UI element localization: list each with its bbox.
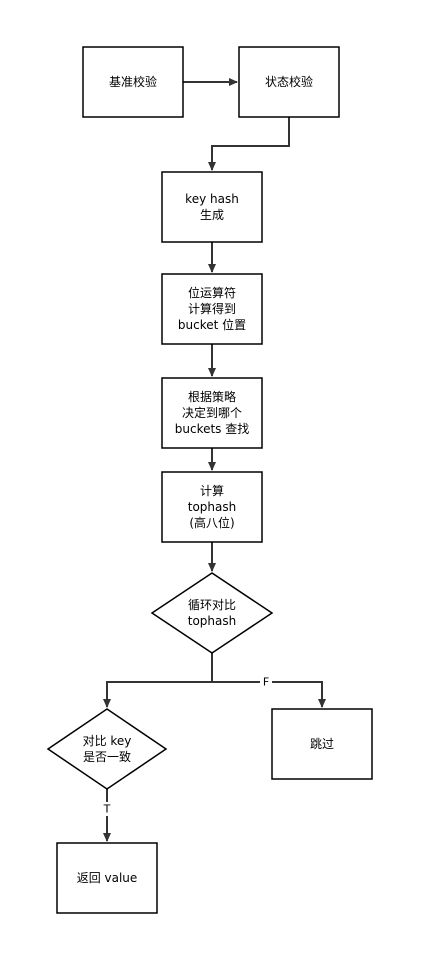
node-label-line: key hash — [185, 192, 239, 206]
node-label-line: 生成 — [200, 208, 224, 222]
edge-label-background — [101, 802, 113, 816]
node-label-line: 对比 key — [83, 734, 132, 748]
process-box — [161, 377, 263, 449]
node-label-line: 返回 value — [77, 871, 138, 885]
process-box — [271, 708, 373, 780]
decision-diamond — [46, 708, 168, 790]
edge-label-f: F — [263, 676, 269, 689]
process-box — [161, 471, 263, 543]
node-label-line: tophash — [188, 500, 236, 514]
node-tophash: 计算 tophash(高八位) — [161, 471, 263, 543]
process-box — [161, 273, 263, 345]
node-skip: 跳过 — [271, 708, 373, 780]
node-label-line: 计算得到 — [188, 301, 236, 316]
edge-label-background — [260, 675, 272, 689]
node-label-line: buckets 查找 — [175, 422, 250, 436]
node-label-line: 是否一致 — [83, 750, 131, 764]
node-state-check: 状态校验 — [238, 46, 340, 118]
node-label-line: tophash — [188, 614, 236, 628]
node-label-line: 基准校验 — [109, 74, 157, 89]
node-loop-compare: 循环对比 tophash — [150, 572, 274, 654]
node-label-line: bucket 位置 — [178, 317, 246, 332]
node-label-line: 根据策略 — [188, 389, 236, 404]
nodes-layer: 基准校验状态校验key hash生成位运算符计算得到bucket 位置根据策略决… — [46, 46, 373, 914]
node-label-line: 循环对比 — [188, 598, 236, 612]
node-return-value: 返回 value — [56, 842, 158, 914]
edge-loop-compare-to-skip — [212, 681, 326, 708]
process-box — [161, 171, 263, 243]
node-label-line: (高八位) — [189, 515, 234, 530]
node-label-line: 位运算符 — [188, 285, 236, 300]
node-label-line: 状态校验 — [265, 74, 313, 89]
node-label-line: 跳过 — [310, 737, 334, 751]
edge-labels-layer: FT — [101, 675, 272, 816]
process-box — [238, 46, 340, 118]
decision-diamond — [150, 572, 274, 654]
process-box — [82, 46, 184, 118]
edge-label-t: T — [103, 803, 111, 816]
node-key-compare: 对比 key 是否一致 — [46, 708, 168, 790]
node-base-check: 基准校验 — [82, 46, 184, 118]
node-label-line: 计算 — [200, 483, 224, 498]
process-box — [56, 842, 158, 914]
edge-state-check-to-key-hash — [208, 117, 290, 171]
edge-loop-compare-to-key-compare — [103, 653, 213, 708]
node-label-line: 决定到哪个 — [182, 405, 242, 420]
node-key-hash: key hash 生成 — [161, 171, 263, 243]
